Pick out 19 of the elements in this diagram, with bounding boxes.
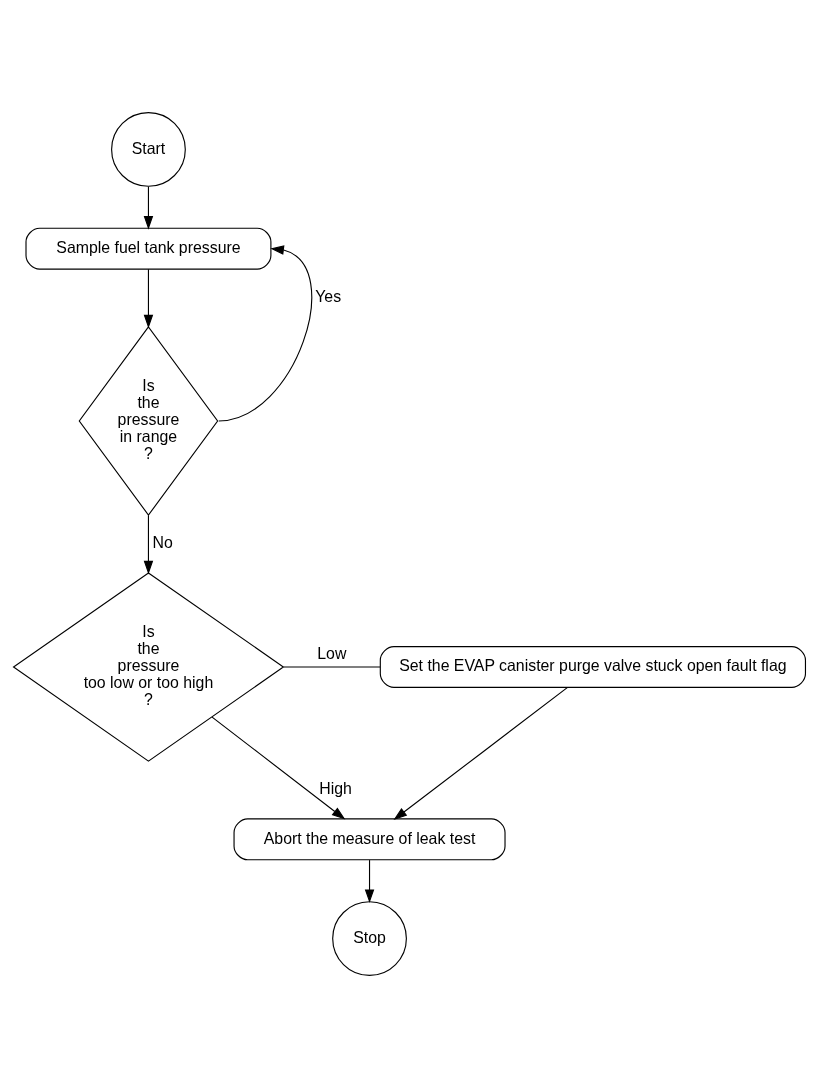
arrow	[364, 859, 374, 903]
arrow	[143, 185, 153, 230]
node-box: Set the EVAP canister purge valve stuck open fault flag	[379, 645, 806, 688]
edge-label: No	[151, 533, 173, 551]
edge-label: High	[318, 779, 352, 797]
arrow	[143, 514, 153, 574]
node-circle: Start	[110, 111, 186, 187]
node-circle: Stop	[331, 900, 407, 976]
node-diamond: Is the pressure in range ?	[78, 325, 218, 516]
node-box: Sample fuel tank pressure	[24, 227, 271, 270]
arrow	[393, 686, 568, 820]
arrow	[211, 716, 345, 820]
arrow	[143, 268, 153, 328]
node-diamond: Is the pressure too low or too high ?	[12, 571, 284, 762]
edge-label: Low	[316, 644, 346, 662]
node-box: Abort the measure of leak test	[233, 817, 506, 860]
edge-label: Yes	[314, 287, 341, 305]
arrow	[217, 244, 312, 422]
connector	[282, 665, 381, 668]
